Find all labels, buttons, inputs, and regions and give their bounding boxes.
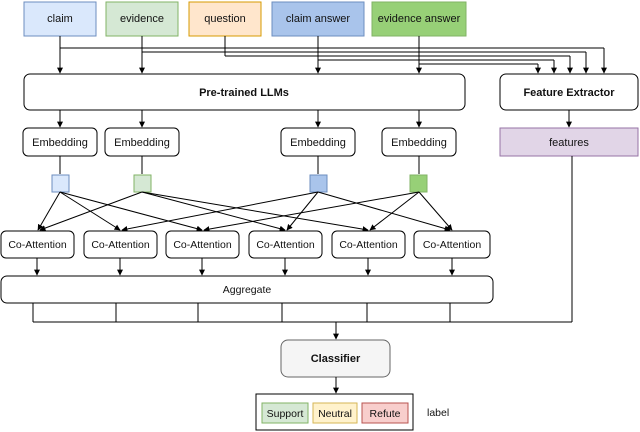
vector-claim-answer — [309, 174, 328, 193]
input-claim-answer-label: claim answer — [286, 13, 351, 25]
input-question: question — [188, 1, 262, 37]
co-attention-6: Co-Attention — [413, 230, 491, 259]
input-evidence-answer-label: evidence answer — [378, 13, 461, 25]
embedding-claim-answer: Embedding — [280, 127, 356, 157]
embedding-label-text: Embedding — [391, 137, 447, 149]
outputs-support-text: Support — [267, 408, 304, 420]
feature-extractor-block: Feature Extractor — [499, 73, 639, 111]
features-block: features — [499, 127, 639, 157]
llm-block: Pre-trained LLMs — [23, 73, 466, 111]
input-claim-label: claim — [47, 13, 73, 25]
aggregate-block: Aggregate — [0, 275, 494, 304]
feature-extractor-label: Feature Extractor — [523, 87, 615, 99]
co-attention-1: Co-Attention — [0, 230, 75, 259]
embedding-label-text: Embedding — [114, 137, 170, 149]
vector-claim — [51, 174, 70, 193]
input-question-label: question — [204, 13, 246, 25]
vector-evidence-answer — [409, 174, 428, 193]
embedding-to-vector-connectors — [59, 156, 420, 174]
output-neutral: Neutral — [312, 402, 358, 424]
input-evidence-label: evidence — [120, 13, 164, 25]
outputs-refute-text: Refute — [370, 408, 401, 420]
co-attention-label-text: Co-Attention — [256, 239, 315, 251]
classifier-label: Classifier — [311, 353, 361, 365]
co-attention-3: Co-Attention — [165, 230, 240, 259]
aggregate-label: Aggregate — [223, 284, 272, 296]
co-attention-label-text: Co-Attention — [91, 239, 150, 251]
input-claim-answer: claim answer — [271, 1, 365, 37]
co-attention-2: Co-Attention — [83, 230, 158, 259]
vector-evidence — [133, 174, 152, 193]
output-support: Support — [261, 402, 309, 424]
llm-to-embedding-connectors — [57, 110, 572, 128]
co-attention-4: Co-Attention — [248, 230, 323, 259]
embedding-label-text: Embedding — [290, 137, 346, 149]
embedding-evidence: Embedding — [104, 127, 180, 157]
classifier-block: Classifier — [280, 339, 391, 378]
embedding-claim: Embedding — [22, 127, 98, 157]
input-evidence-answer: evidence answer — [371, 1, 467, 37]
co-attention-label-text: Co-Attention — [423, 239, 482, 251]
co-attention-label-text: Co-Attention — [173, 239, 232, 251]
co-attention-connectors — [37, 191, 453, 233]
embedding-label-text: Embedding — [32, 137, 88, 149]
input-connectors — [57, 36, 607, 74]
co-attention-label-text: Co-Attention — [339, 239, 398, 251]
output-label-caption: label — [427, 407, 449, 419]
outputs-neutral-text: Neutral — [318, 408, 352, 420]
llm-label: Pre-trained LLMs — [199, 87, 289, 99]
co-attention-label-text: Co-Attention — [8, 239, 67, 251]
input-claim: claim — [23, 1, 97, 37]
features-label: features — [549, 137, 589, 149]
output-refute: Refute — [361, 402, 409, 424]
co-attention-5: Co-Attention — [331, 230, 406, 259]
input-evidence: evidence — [105, 1, 179, 37]
embedding-evidence-answer: Embedding — [381, 127, 457, 157]
co-attention-to-aggregate-connectors — [34, 258, 455, 276]
concat-bar — [32, 156, 573, 340]
